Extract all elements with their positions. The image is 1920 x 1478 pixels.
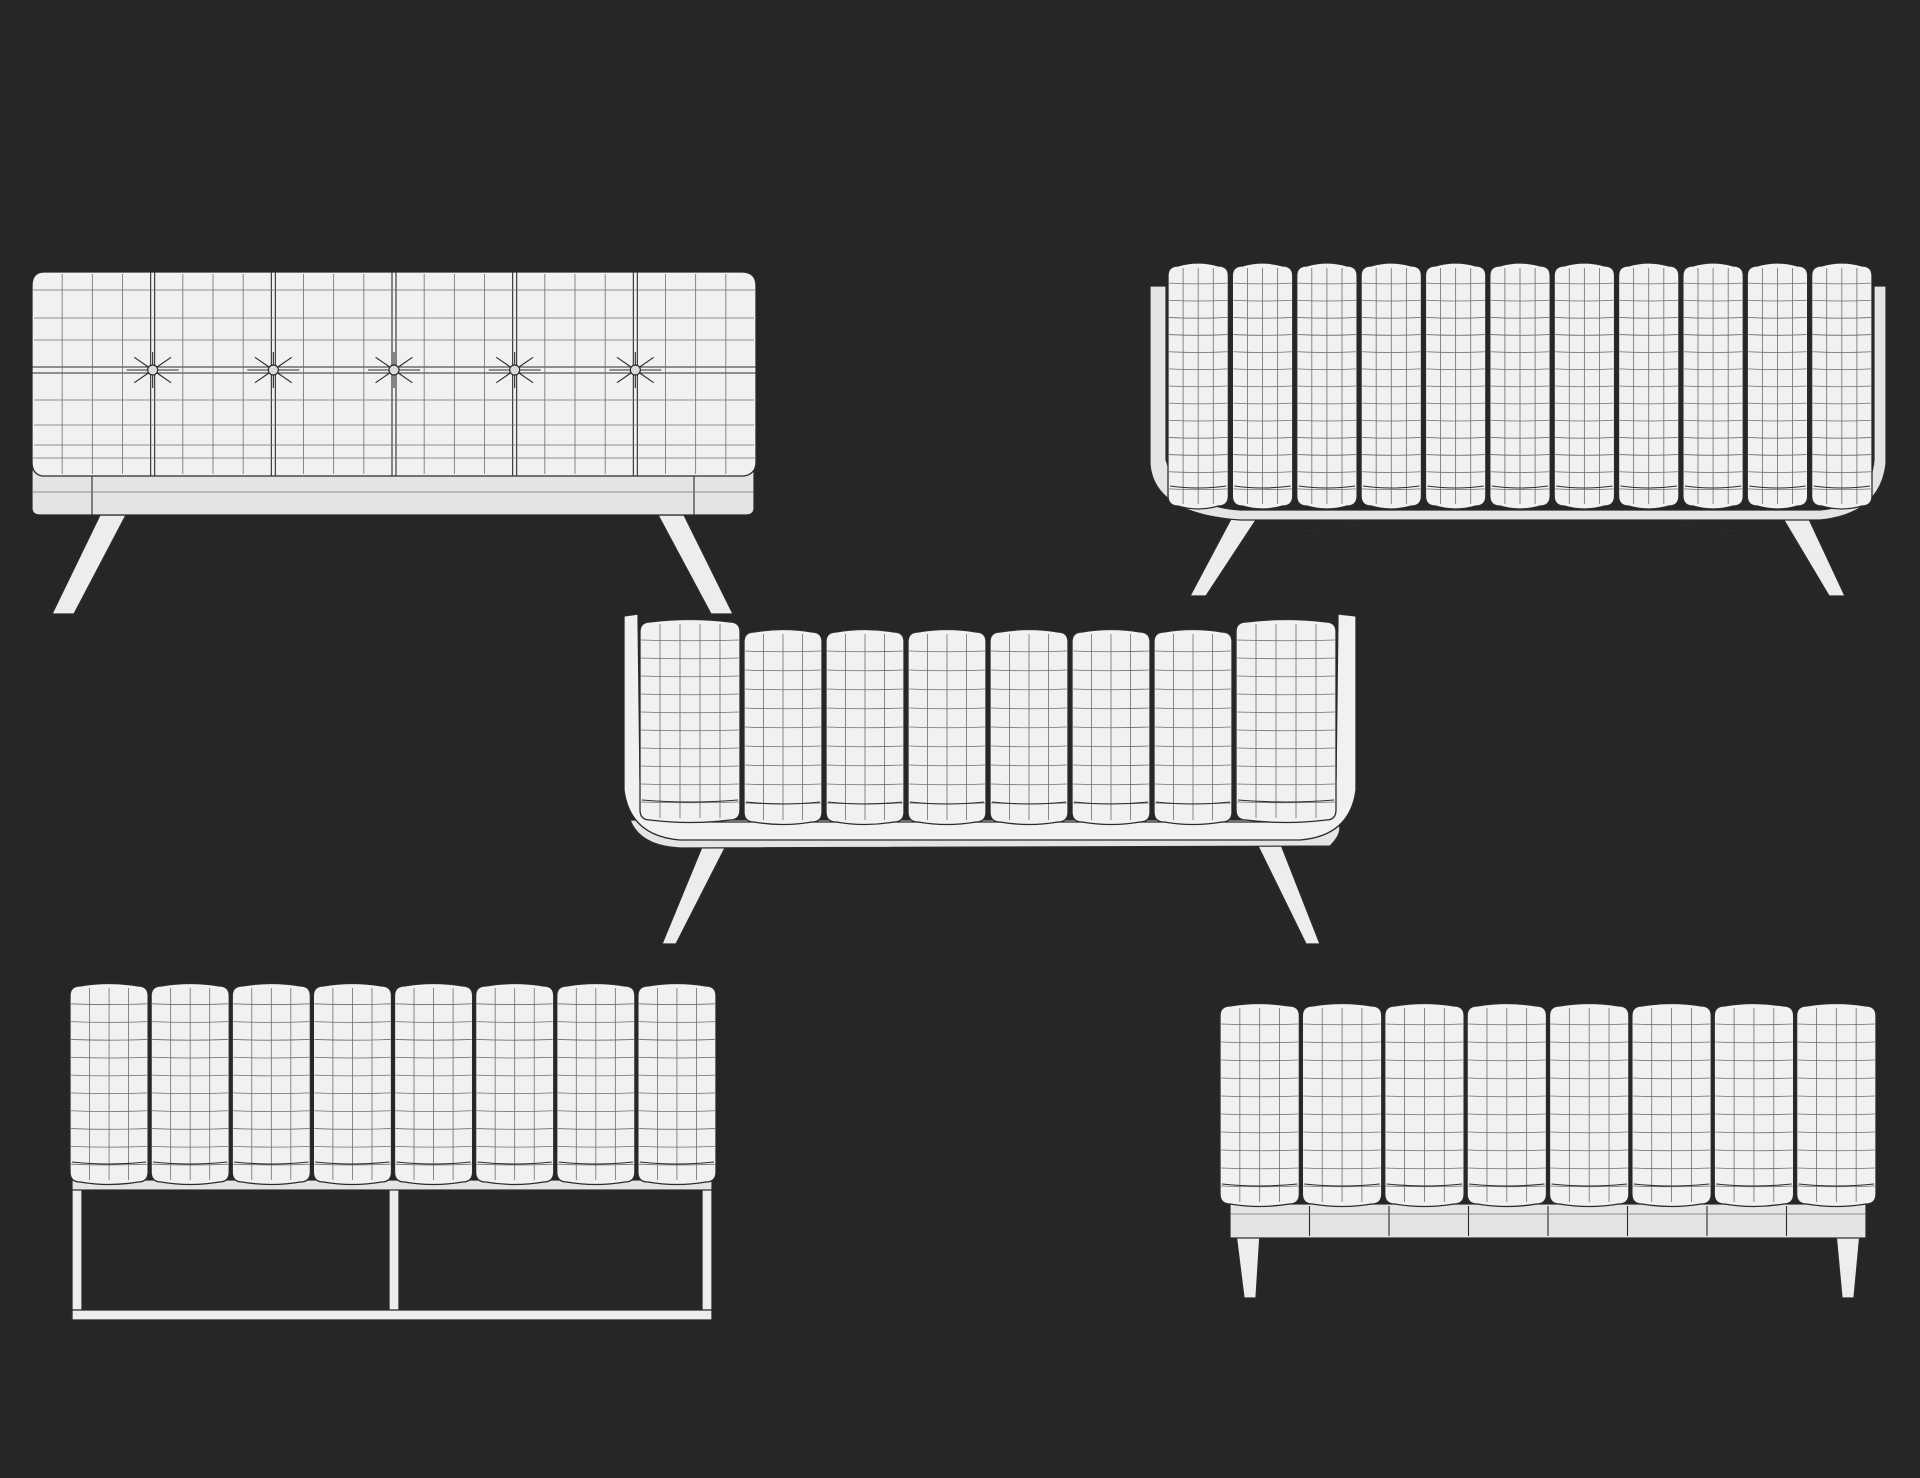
channel-cushion <box>1071 628 1151 826</box>
sofa-frame-sled-base <box>71 1179 713 1321</box>
channel-cushion <box>1296 262 1358 510</box>
channel-cushion <box>1553 262 1616 510</box>
sofa-frame <box>69 982 717 1321</box>
channel-cushion <box>825 628 905 826</box>
channel-cushion <box>989 628 1069 826</box>
channel-cushion <box>1466 1002 1548 1208</box>
channel-cushion <box>1384 1002 1465 1208</box>
tuft-button <box>488 352 541 388</box>
channel-cushion <box>1682 262 1744 510</box>
channel-cushion <box>312 982 393 1186</box>
channel-cushion <box>474 982 555 1186</box>
channel-cushion <box>1360 262 1423 510</box>
channel-cushion <box>1746 262 1809 510</box>
tuft-button <box>247 352 300 388</box>
curved-arm-cushion-right <box>1235 618 1337 824</box>
channel-cushion <box>1795 1002 1877 1208</box>
tuft-button <box>609 352 662 388</box>
channel-cushion <box>393 982 474 1186</box>
tuft-button <box>368 352 420 388</box>
channel-cushion <box>231 982 312 1186</box>
channel-cushion <box>150 982 230 1186</box>
channel-cushion <box>1219 1002 1301 1208</box>
channel-cushion <box>1167 262 1230 510</box>
channel-cushion <box>1548 1002 1630 1208</box>
channel-cushion <box>69 982 149 1186</box>
channel-cushion <box>1617 262 1680 510</box>
channel-cushion <box>637 982 717 1186</box>
channel-cushion <box>1301 1002 1383 1208</box>
channel-cushion <box>1231 262 1294 510</box>
channel-cushion <box>1424 262 1487 510</box>
channel-cushion <box>743 628 823 826</box>
channel-cushion <box>1153 628 1233 826</box>
sofa-curved <box>623 613 1357 945</box>
channel-cushion <box>1810 262 1873 510</box>
sofa-tufted-seat-rail <box>31 469 755 516</box>
sofa-tapered <box>1219 1002 1877 1299</box>
channel-cushion <box>907 628 987 826</box>
channel-cushion <box>556 982 636 1186</box>
channel-cushion <box>1489 262 1551 510</box>
sofa-channel-wide <box>1149 262 1887 597</box>
tuft-button <box>126 352 179 388</box>
channel-cushion <box>1631 1002 1712 1208</box>
curved-arm-cushion-left <box>639 618 741 824</box>
channel-cushion <box>1713 1002 1795 1208</box>
sofa-tufted <box>31 271 757 615</box>
